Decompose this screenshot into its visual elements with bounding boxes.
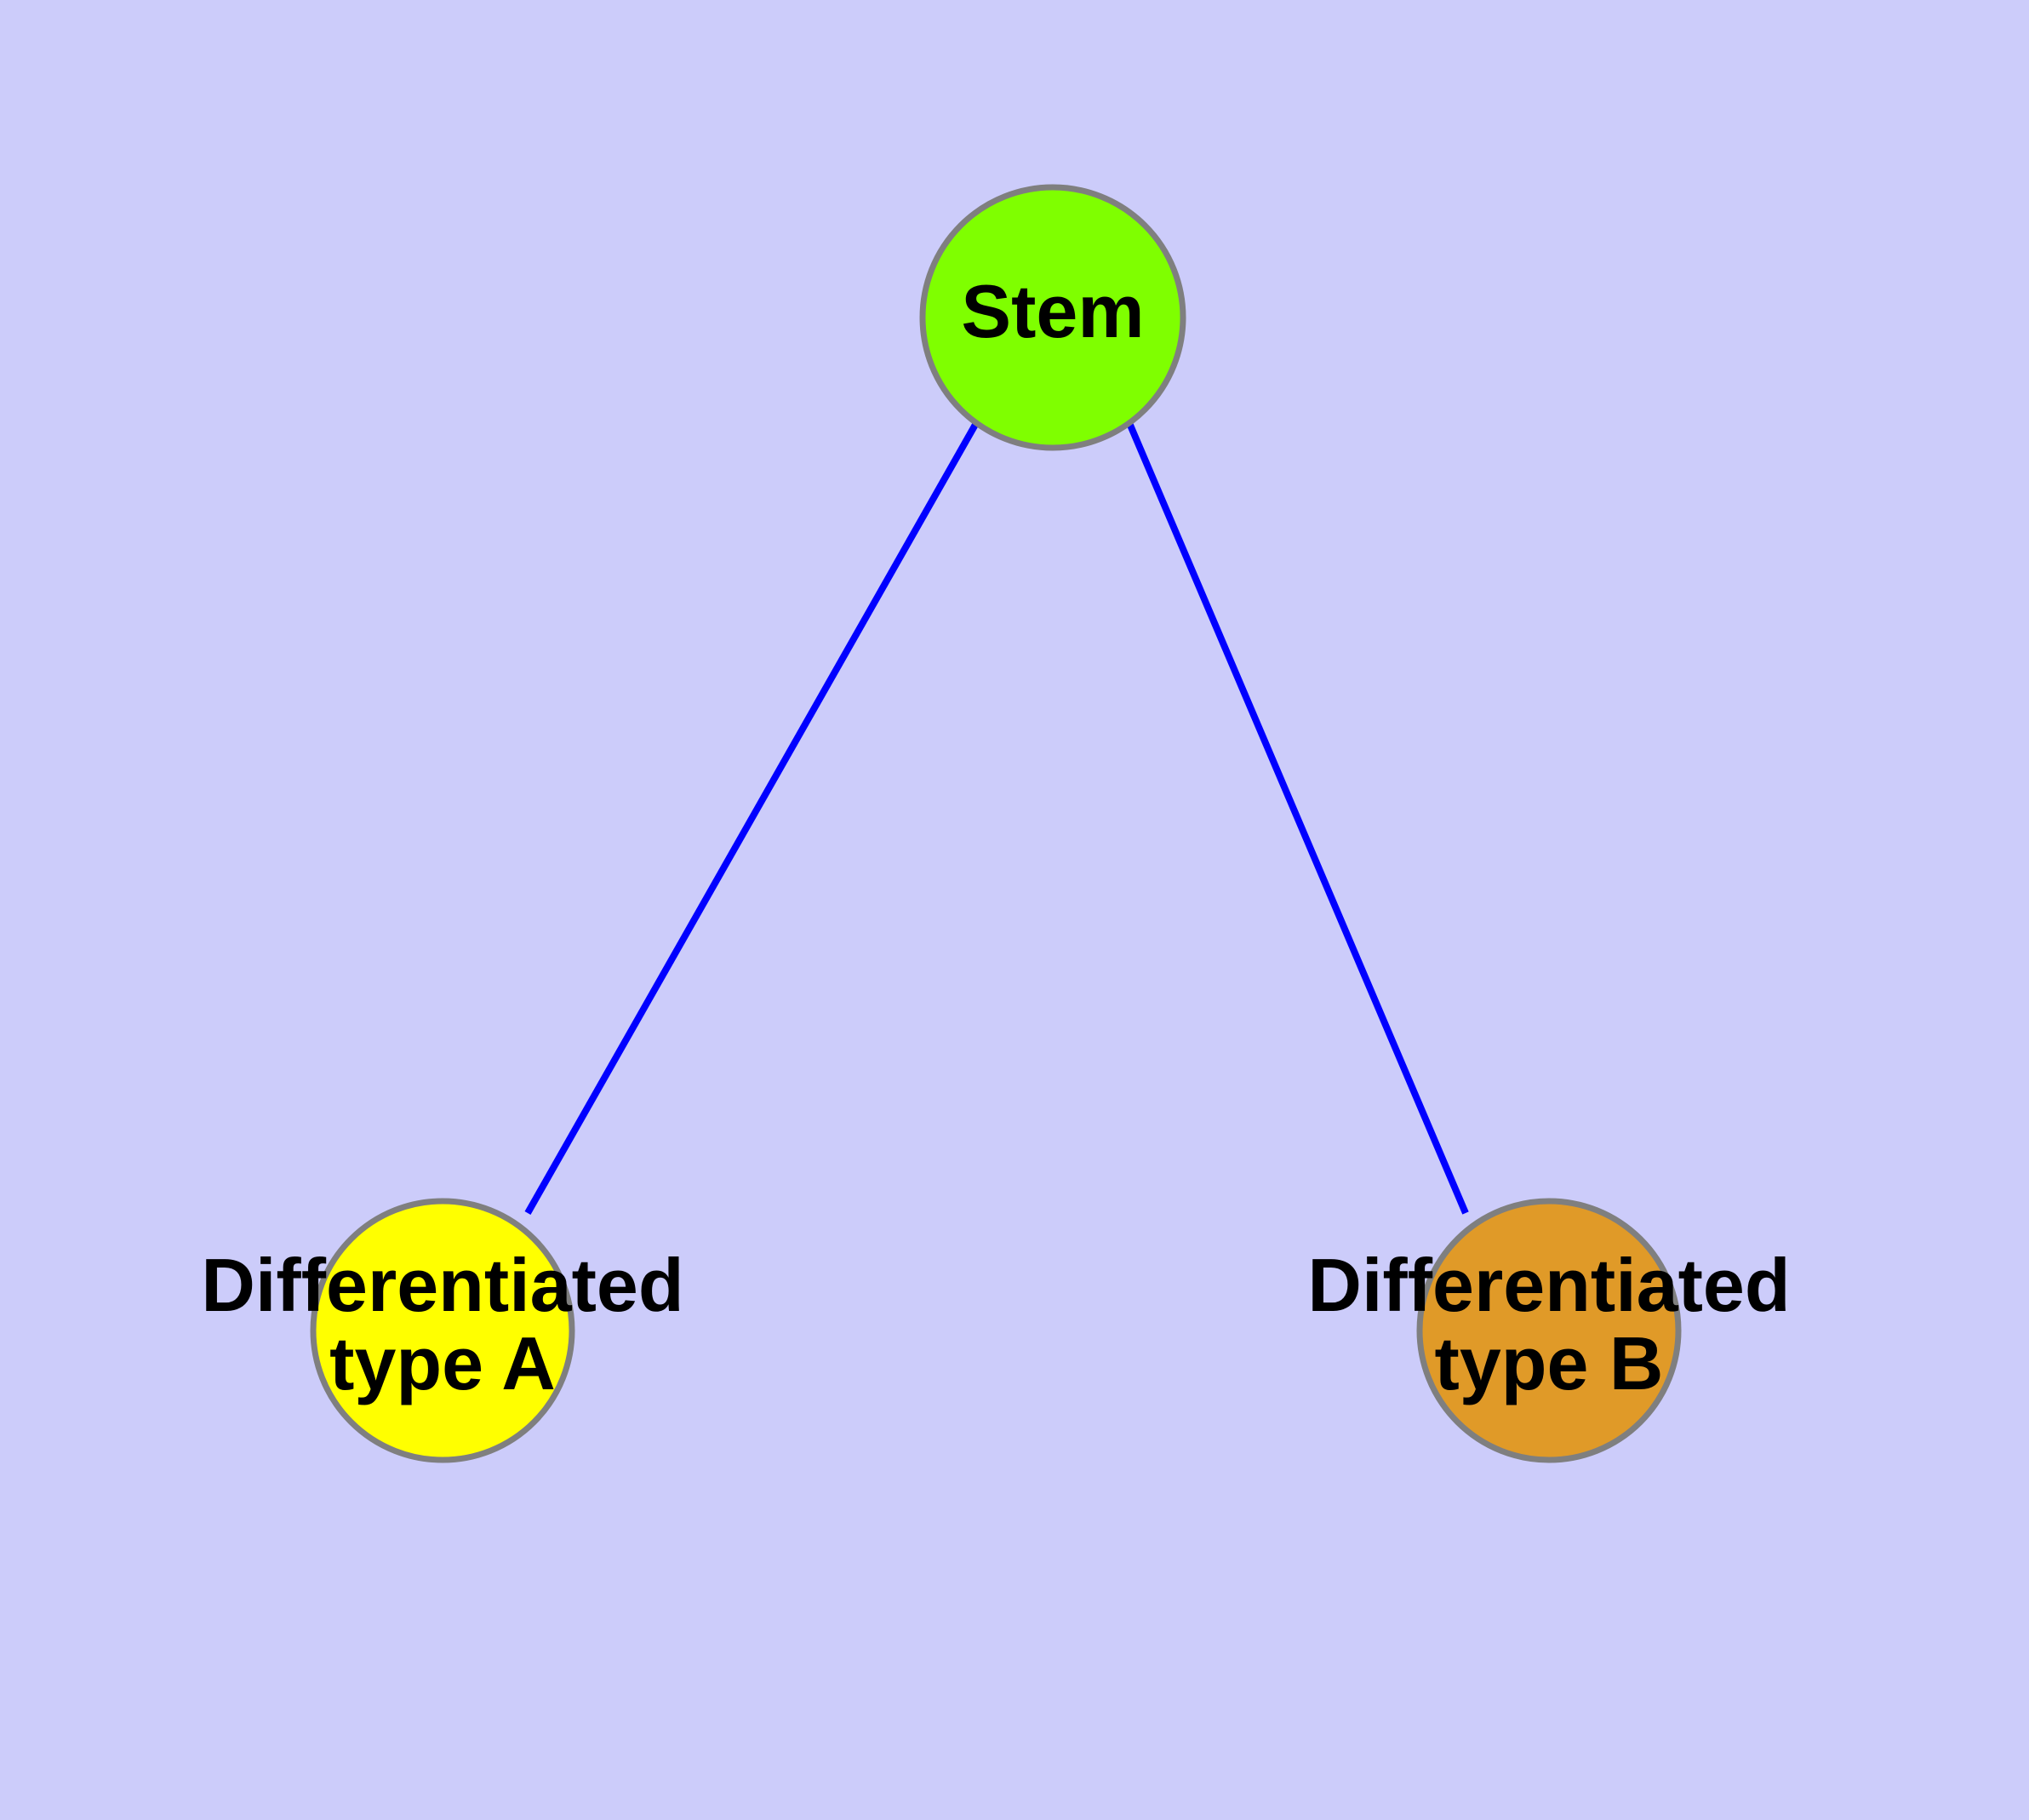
graph-node-label-line: type A <box>329 1321 556 1405</box>
graph-node-label-line: type B <box>1435 1321 1664 1405</box>
graph-node-label-line: Stem <box>961 269 1144 353</box>
graph-edge <box>1126 421 1469 1215</box>
nodes-layer <box>310 184 1682 1463</box>
graph-node-diff_b[interactable] <box>1416 1198 1682 1463</box>
graph-node-diff_a[interactable] <box>310 1198 575 1463</box>
edges-layer <box>524 421 1469 1215</box>
graph-edge <box>524 421 980 1215</box>
graph-node-stem[interactable] <box>919 184 1186 451</box>
graph-node-label-line: Differentiated <box>1307 1243 1790 1327</box>
graph-node-label-stem: Stem <box>961 269 1144 353</box>
graph-node-label-line: Differentiated <box>201 1243 683 1327</box>
